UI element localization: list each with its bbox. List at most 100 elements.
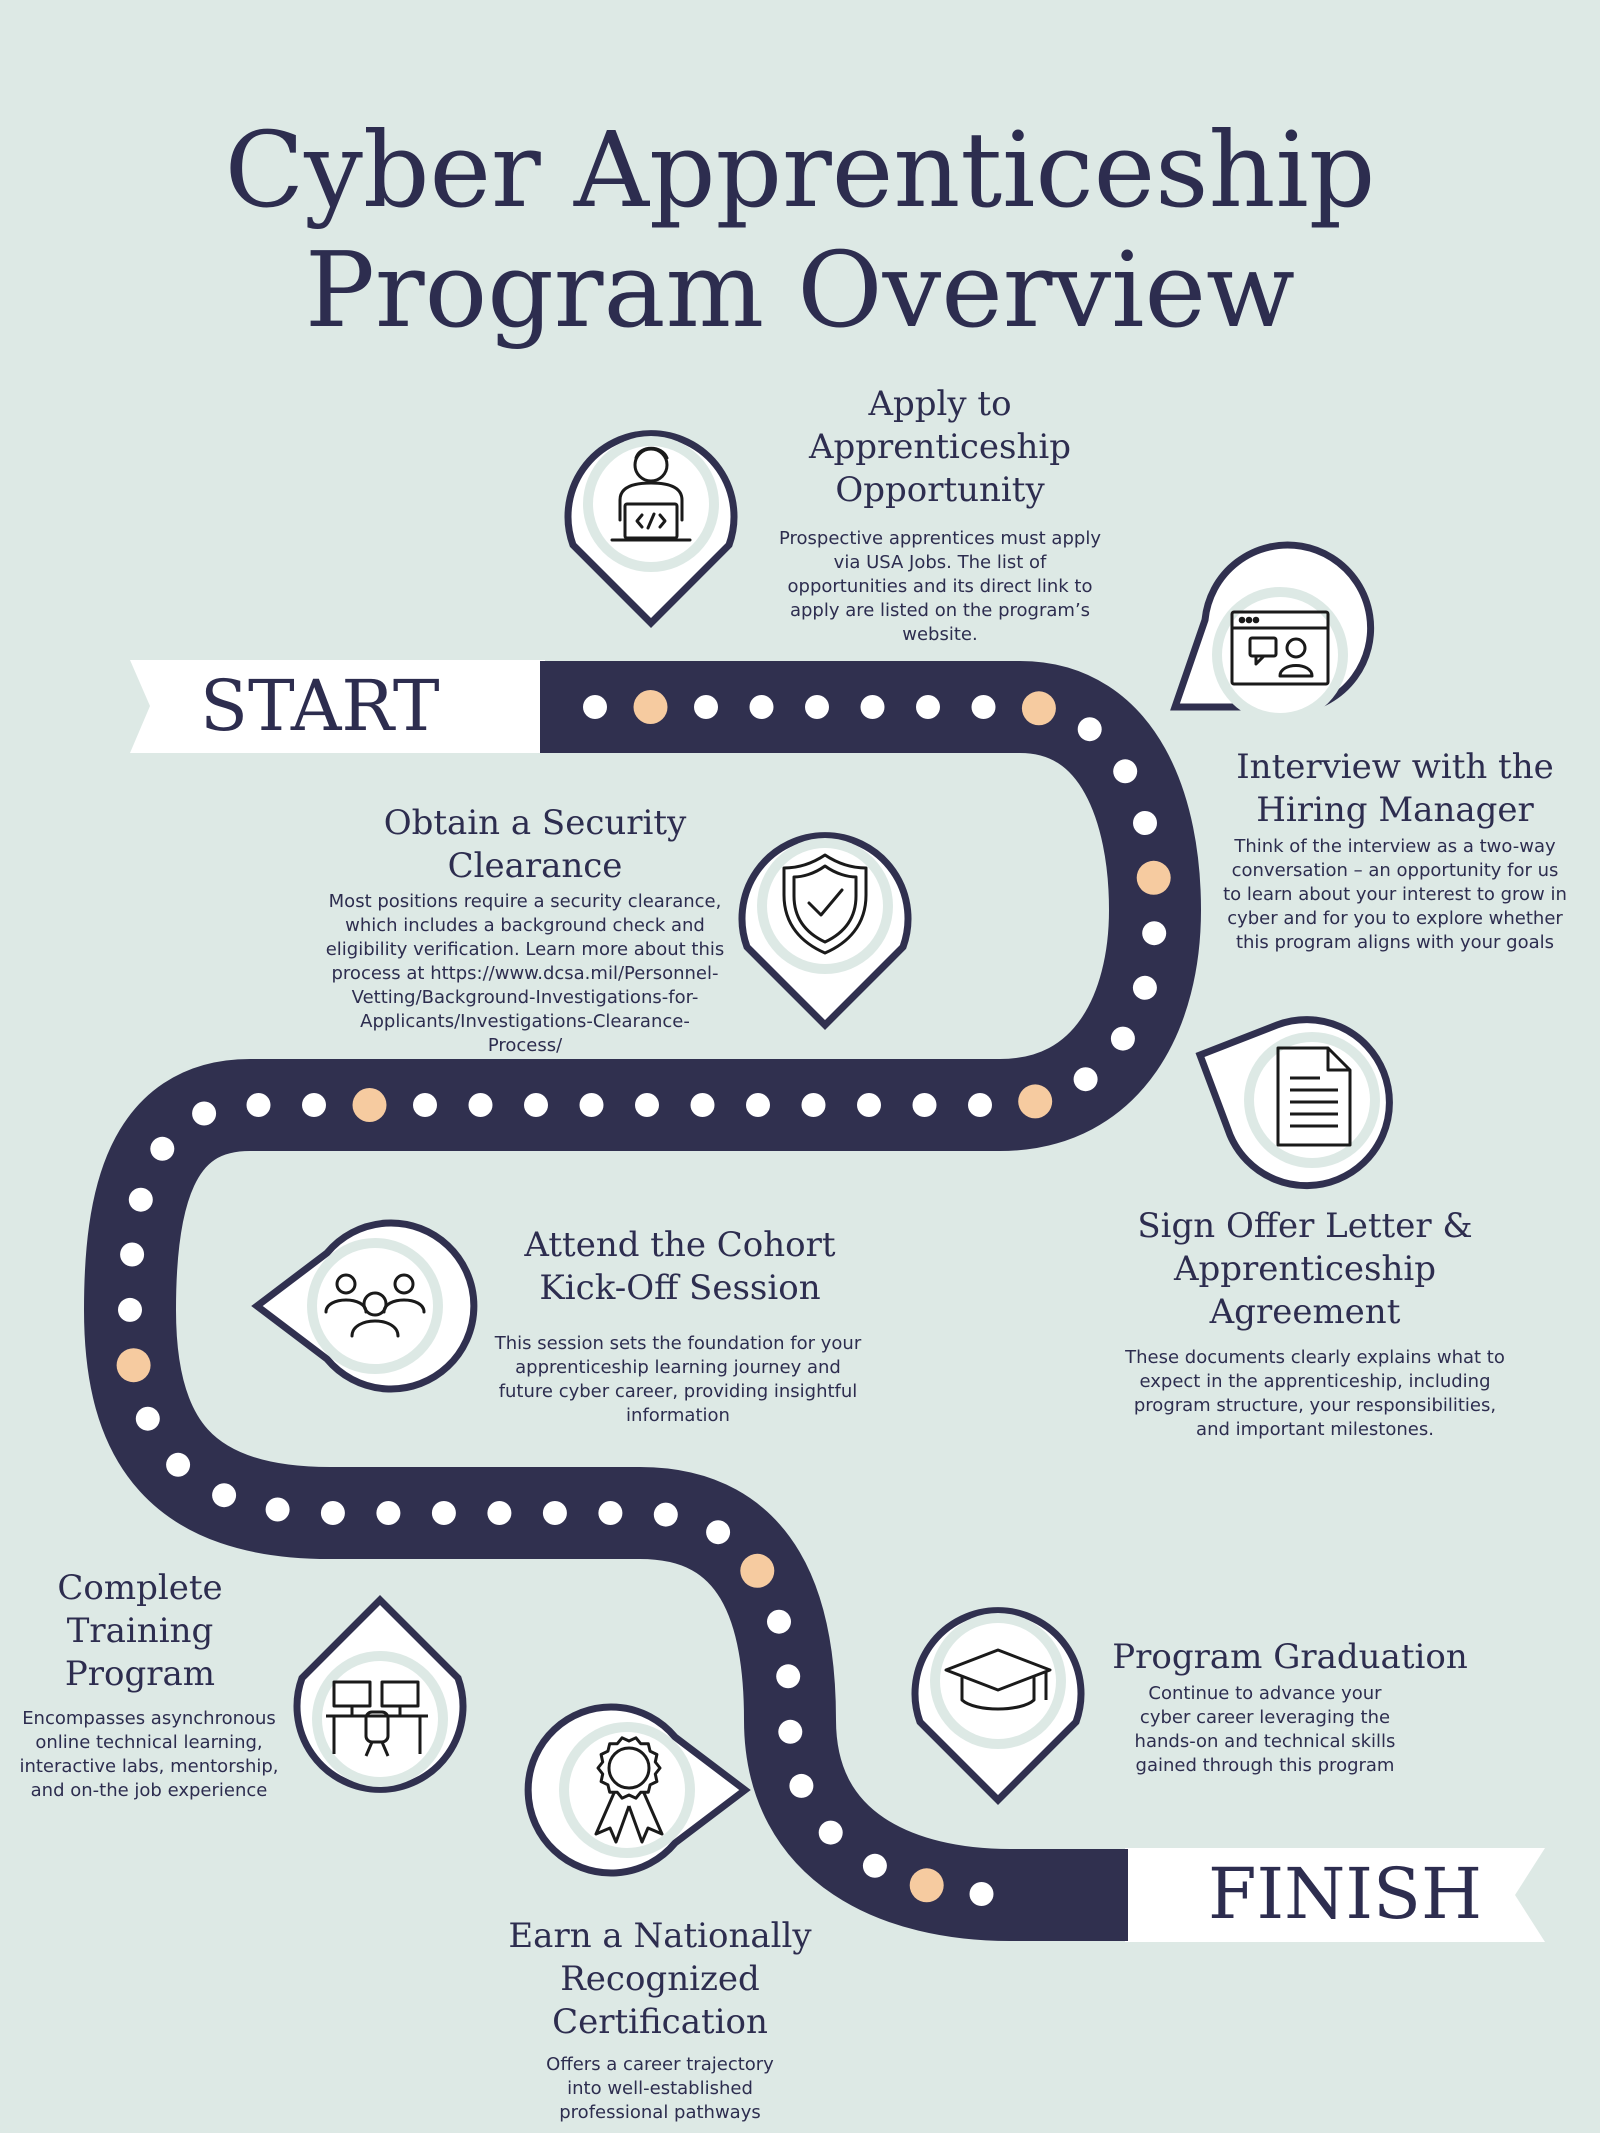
clearance-desc-line: eligibility verification. Learn more abo… xyxy=(325,939,725,960)
road-dot xyxy=(128,1187,153,1212)
finish-label: FINISH xyxy=(1207,1853,1483,1935)
apply-desc-line: opportunities and its direct link to xyxy=(787,576,1093,597)
apply-desc-line: Prospective apprentices must apply xyxy=(779,528,1101,549)
clearance-desc-line: Most positions require a security cleara… xyxy=(328,891,722,912)
road-dot xyxy=(150,1136,175,1161)
kickoff-step-description: This session sets the foundation for you… xyxy=(478,1332,878,1428)
graduation-title-line: Program Graduation xyxy=(1112,1637,1468,1677)
training-desc-line: Encompasses asynchronous xyxy=(22,1708,276,1729)
road-dot xyxy=(860,695,885,719)
clearance-step-description: Most positions require a security cleara… xyxy=(315,890,735,1058)
workstation-icon xyxy=(326,1680,428,1757)
milestone-dot xyxy=(352,1088,387,1122)
road-dot xyxy=(968,1093,992,1117)
road-dot xyxy=(302,1093,326,1117)
training-step-description: Encompasses asynchronous online technica… xyxy=(4,1707,294,1803)
road-dot xyxy=(166,1452,191,1477)
training-title-line: Training xyxy=(66,1611,214,1651)
training-desc-line: and on-the job experience xyxy=(30,1780,268,1801)
interview-desc-line: to learn about your interest to grow in xyxy=(1223,884,1567,905)
kickoff-desc-line: apprenticeship learning journey and xyxy=(515,1357,841,1378)
finish-banner xyxy=(1125,1848,1545,1942)
shield-check-icon xyxy=(782,853,868,955)
clearance-step-title: Obtain a Security Clearance xyxy=(325,802,745,888)
kickoff-step-title: Attend the Cohort Kick-Off Session xyxy=(480,1224,880,1310)
road-dot xyxy=(1132,975,1157,1000)
road-dot xyxy=(487,1501,512,1525)
kickoff-desc-line: future cyber career, providing insightfu… xyxy=(498,1381,858,1402)
clearance-desc-line: Applicants/Investigations-Clearance- xyxy=(360,1011,690,1032)
road-dot xyxy=(413,1093,437,1117)
offer-title-line: Apprenticeship xyxy=(1173,1249,1437,1289)
road-dot xyxy=(118,1297,142,1322)
interview-desc-line: cyber and for you to explore whether xyxy=(1227,908,1563,929)
kickoff-pin xyxy=(251,1219,478,1393)
interview-desc-line: Think of the interview as a two-way xyxy=(1234,836,1556,857)
apply-desc-line: website. xyxy=(902,624,978,645)
road-dot xyxy=(524,1093,548,1117)
award-ribbon-icon xyxy=(594,1736,664,1844)
apply-desc-line: via USA Jobs. The list of xyxy=(833,552,1047,573)
road-dot xyxy=(969,1882,994,1906)
kickoff-title-line: Kick-Off Session xyxy=(539,1268,821,1308)
road-dot xyxy=(805,695,829,719)
certification-step-description: Offers a career trajectory into well-est… xyxy=(515,2053,805,2125)
certification-desc-line: Offers a career trajectory xyxy=(546,2054,774,2075)
page-title-line-2: Program Overview xyxy=(304,229,1296,351)
document-icon xyxy=(1276,1046,1352,1147)
apply-title-line: Apply to xyxy=(868,384,1012,424)
road-dot xyxy=(468,1093,493,1117)
road-dot xyxy=(320,1501,345,1525)
clearance-title-line: Clearance xyxy=(447,846,623,886)
road-dot xyxy=(767,1609,791,1634)
road-dot xyxy=(579,1093,604,1117)
interview-title-line: Interview with the xyxy=(1236,747,1554,787)
start-label: START xyxy=(200,665,440,747)
milestone-dot xyxy=(909,1868,944,1903)
road-dot xyxy=(776,1664,801,1689)
interview-desc-line: this program aligns with your goals xyxy=(1235,932,1555,953)
road-dot xyxy=(598,1501,623,1525)
start-banner xyxy=(130,660,545,753)
offer-title-line: Sign Offer Letter & xyxy=(1137,1206,1473,1246)
training-title-line: Complete xyxy=(57,1568,223,1608)
certification-desc-line: professional pathways xyxy=(559,2102,761,2123)
offer-step-title: Sign Offer Letter & Apprenticeship Agree… xyxy=(1105,1205,1505,1334)
graduation-desc-line: Continue to advance your xyxy=(1148,1683,1382,1704)
road-dot xyxy=(265,1497,290,1522)
road-dot xyxy=(694,695,718,719)
clearance-desc-line: which includes a background check and xyxy=(345,915,705,936)
road-dot xyxy=(857,1093,881,1117)
graduation-step-description: Continue to advance your cyber career le… xyxy=(1120,1682,1410,1778)
interview-desc-line: conversation – an opportunity for us xyxy=(1231,860,1559,881)
apply-step-title: Apply to Apprenticeship Opportunity xyxy=(760,383,1120,512)
kickoff-desc-line: This session sets the foundation for you… xyxy=(494,1333,862,1354)
certification-step-title: Earn a Nationally Recognized Certificati… xyxy=(460,1915,860,2044)
training-step-title: Complete Training Program xyxy=(10,1567,270,1696)
road-dot xyxy=(706,1520,731,1545)
kickoff-desc-line: information xyxy=(626,1405,730,1426)
offer-desc-line: expect in the apprenticeship, including xyxy=(1139,1371,1491,1392)
graduation-pin xyxy=(911,1607,1085,1805)
apply-pin xyxy=(564,430,738,628)
interview-step-title: Interview with the Hiring Manager xyxy=(1200,746,1590,832)
milestone-dot xyxy=(1136,860,1171,895)
apply-step-description: Prospective apprentices must apply via U… xyxy=(760,527,1120,647)
offer-step-description: These documents clearly explains what to… xyxy=(1105,1346,1525,1442)
graduation-step-title: Program Graduation xyxy=(1090,1636,1490,1679)
road-dot xyxy=(1113,759,1138,784)
certification-title-line: Recognized xyxy=(560,1959,760,1999)
road-dot xyxy=(542,1501,567,1525)
apply-title-line: Apprenticeship xyxy=(808,427,1072,467)
interview-pin xyxy=(1170,541,1375,723)
road-dot xyxy=(635,1093,659,1117)
graduation-cap-icon xyxy=(944,1648,1052,1711)
graduation-desc-line: cyber career leveraging the xyxy=(1139,1707,1391,1728)
apply-title-line: Opportunity xyxy=(835,470,1045,510)
milestone-dot xyxy=(633,690,668,724)
group-people-icon xyxy=(324,1273,426,1338)
road-dot xyxy=(653,1502,678,1527)
video-interview-icon xyxy=(1230,610,1330,686)
clearance-title-line: Obtain a Security xyxy=(383,803,687,843)
offer-desc-line: program structure, your responsibilities… xyxy=(1133,1395,1497,1416)
